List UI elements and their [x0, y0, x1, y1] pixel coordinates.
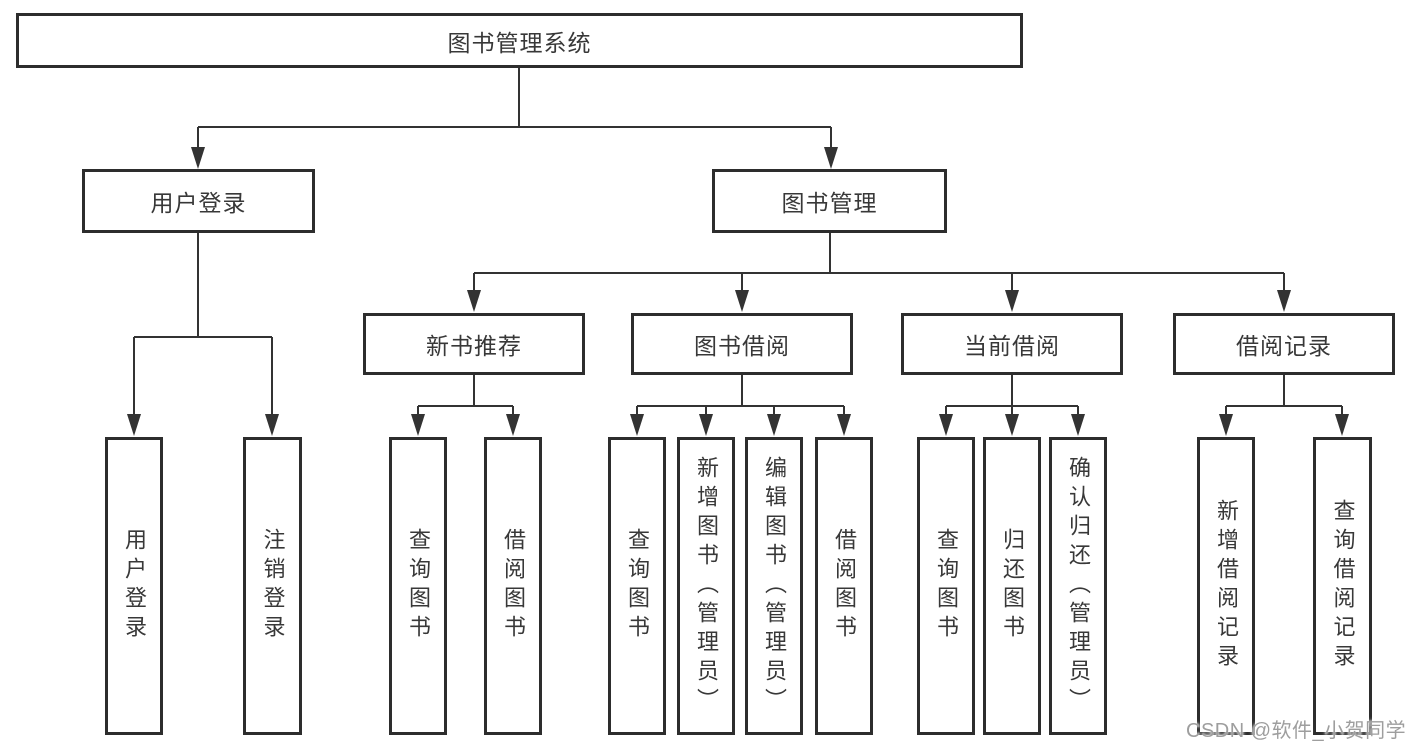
leaf-query-books-current: 查询图书 [917, 437, 975, 735]
node-root: 图书管理系统 [16, 13, 1023, 68]
leaf-add-book-admin: 新增图书（管理员） [677, 437, 735, 735]
leaf-confirm-return-admin: 确认归还（管理员） [1049, 437, 1107, 735]
leaf-query-borrow-record: 查询借阅记录 [1313, 437, 1372, 735]
leaf-return-book: 归还图书 [983, 437, 1041, 735]
leaf-borrow-books: 借阅图书 [815, 437, 873, 735]
leaf-query-books-borrow-label: 查询图书 [625, 528, 650, 644]
leaf-logout-label: 注销登录 [260, 528, 286, 644]
leaf-query-books-recommend-label: 查询图书 [406, 528, 431, 644]
node-current-borrow: 当前借阅 [901, 313, 1123, 375]
leaf-add-borrow-record-label: 新增借阅记录 [1214, 499, 1239, 673]
leaf-edit-book-admin-label: 编辑图书（管理员） [762, 455, 787, 717]
leaf-user-login-label: 用户登录 [122, 528, 147, 644]
leaf-borrow-books-recommend: 借阅图书 [484, 437, 542, 735]
node-book-management-label: 图书管理 [781, 190, 878, 216]
node-book-management: 图书管理 [712, 169, 947, 233]
leaf-return-book-label: 归还图书 [1000, 528, 1025, 644]
leaf-logout: 注销登录 [243, 437, 302, 735]
leaf-query-books-current-label: 查询图书 [934, 528, 959, 644]
node-book-borrow: 图书借阅 [631, 313, 853, 375]
leaf-confirm-return-admin-label: 确认归还（管理员） [1066, 455, 1091, 717]
leaf-edit-book-admin: 编辑图书（管理员） [745, 437, 803, 735]
leaf-query-books-borrow: 查询图书 [608, 437, 666, 735]
node-root-label: 图书管理系统 [447, 29, 592, 56]
node-current-borrow-label: 当前借阅 [964, 333, 1060, 359]
leaf-query-borrow-record-label: 查询借阅记录 [1330, 499, 1356, 673]
node-new-book-recommend: 新书推荐 [363, 313, 585, 375]
leaf-borrow-books-label: 借阅图书 [832, 528, 857, 644]
csdn-watermark: CSDN @软件_小贺同学 [1186, 720, 1405, 742]
leaf-add-book-admin-label: 新增图书（管理员） [694, 455, 719, 717]
leaf-query-books-recommend: 查询图书 [389, 437, 447, 735]
node-user-login-label: 用户登录 [150, 190, 247, 216]
node-user-login: 用户登录 [82, 169, 315, 233]
leaf-add-borrow-record: 新增借阅记录 [1197, 437, 1255, 735]
node-borrow-records: 借阅记录 [1173, 313, 1395, 375]
node-new-book-recommend-label: 新书推荐 [426, 333, 522, 359]
node-book-borrow-label: 图书借阅 [694, 333, 790, 359]
node-borrow-records-label: 借阅记录 [1236, 333, 1332, 359]
leaf-user-login: 用户登录 [105, 437, 163, 735]
leaf-borrow-books-recommend-label: 借阅图书 [501, 528, 526, 644]
